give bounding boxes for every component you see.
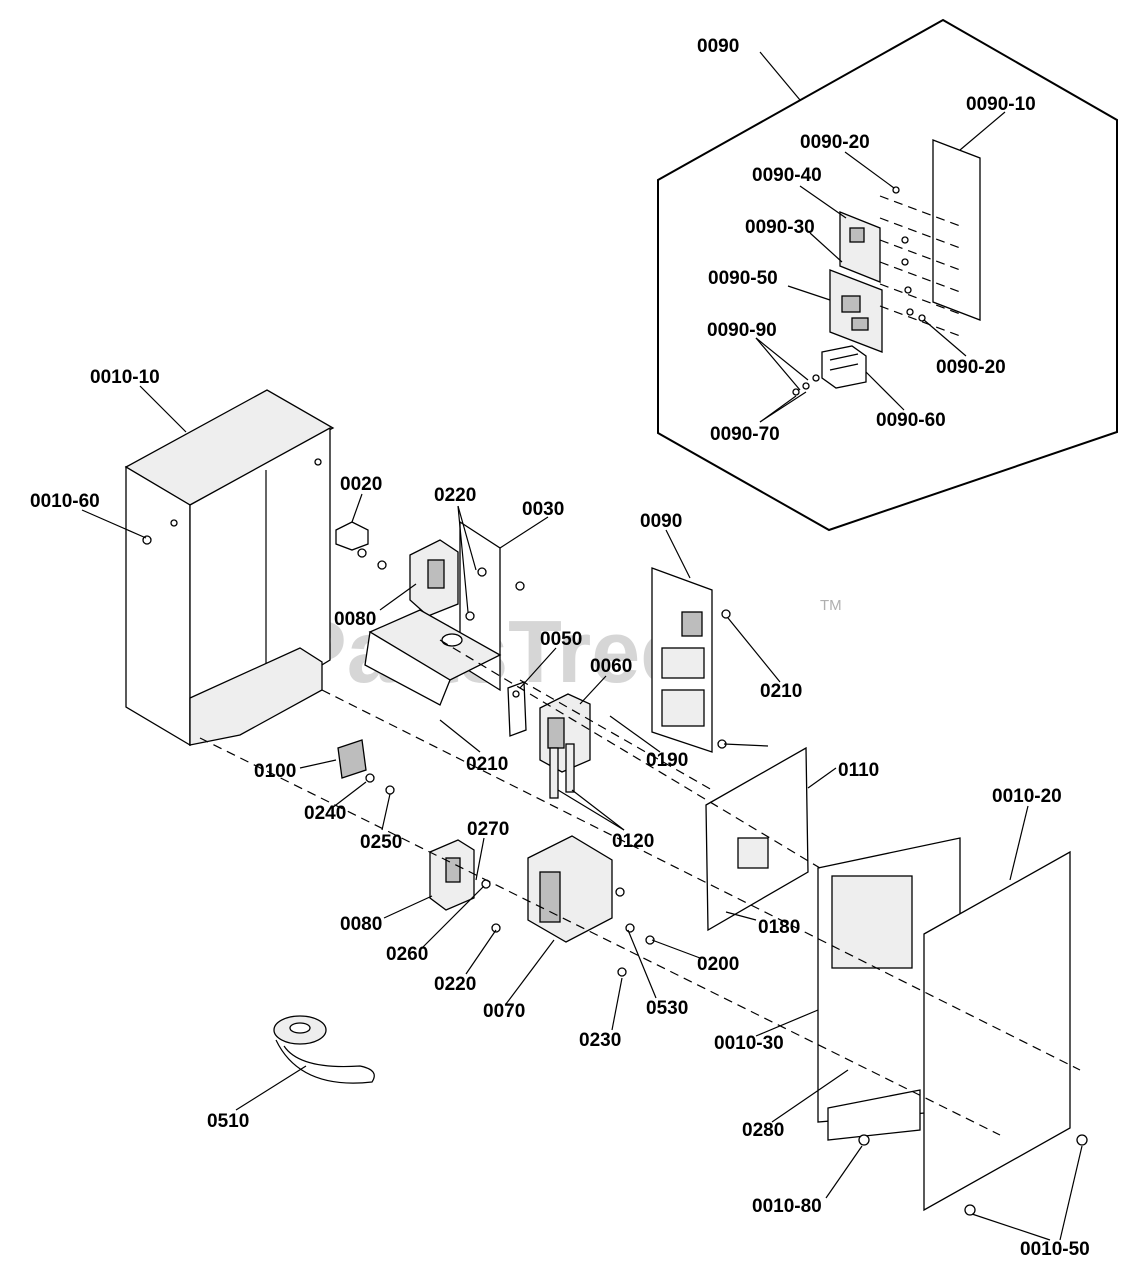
label-0080-upper: 0080 — [334, 609, 376, 630]
label-0090-20-upper: 0090-20 — [800, 132, 870, 153]
inset-relay-upper — [849, 227, 865, 243]
bracket-0050 — [507, 681, 527, 737]
label-0210-right: 0210 — [760, 681, 802, 702]
enclosure-front-face — [125, 465, 191, 747]
part-labels: 0090 0090-10 0090-20 0090-40 0090-30 009… — [30, 36, 1090, 1260]
label-0510: 0510 — [207, 1111, 249, 1132]
inset-relay-lower — [841, 295, 861, 313]
label-0220-lower: 0220 — [434, 974, 476, 995]
terminal-strip-0100 — [337, 739, 395, 795]
label-0010-50: 0010-50 — [1020, 1239, 1090, 1260]
label-0530: 0530 — [646, 998, 688, 1019]
label-0090-main: 0090 — [640, 511, 682, 532]
label-0090-60: 0090-60 — [876, 410, 946, 431]
label-0030: 0030 — [522, 499, 564, 520]
label-0090-20-lower: 0090-20 — [936, 357, 1006, 378]
label-0090-50: 0090-50 — [708, 268, 778, 289]
label-0190: 0190 — [646, 750, 688, 771]
label-0250: 0250 — [360, 832, 402, 853]
label-0200: 0200 — [697, 954, 739, 975]
label-0120: 0120 — [612, 831, 654, 852]
screws-misc — [142, 535, 1088, 1216]
inset-leader-lines — [755, 51, 1006, 423]
label-0080-lower: 0080 — [340, 914, 382, 935]
label-0090-40: 0090-40 — [752, 165, 822, 186]
label-0270: 0270 — [467, 819, 509, 840]
inset-transformer — [851, 317, 869, 331]
inset-back-plate — [932, 139, 981, 321]
label-0220-upper: 0220 — [434, 485, 476, 506]
current-transformer-0510 — [273, 1015, 375, 1084]
inset-screws — [792, 186, 926, 396]
enclosure-0010-10 — [124, 389, 335, 747]
label-0090-30: 0090-30 — [745, 217, 815, 238]
label-0070: 0070 — [483, 1001, 525, 1022]
label-0090-10: 0090-10 — [966, 94, 1036, 115]
watermark-trademark: TM — [820, 597, 842, 614]
lug-0080-lower — [429, 839, 491, 911]
main-leader-lines — [81, 385, 1083, 1241]
label-0050: 0050 — [540, 629, 582, 650]
label-0260: 0260 — [386, 944, 428, 965]
label-0180: 0180 — [758, 917, 800, 938]
label-0280: 0280 — [742, 1120, 784, 1141]
label-0210-left: 0210 — [466, 754, 508, 775]
label-0010-30: 0010-30 — [714, 1033, 784, 1054]
label-0090-70: 0090-70 — [710, 424, 780, 445]
label-0230: 0230 — [579, 1030, 621, 1051]
label-0060: 0060 — [590, 656, 632, 677]
label-0010-60: 0010-60 — [30, 491, 100, 512]
barrier-0030 — [364, 520, 525, 706]
label-0090-90: 0090-90 — [707, 320, 777, 341]
clamp-0020 — [335, 521, 387, 570]
door-0010-20 — [923, 850, 1071, 1212]
main-dashed-lines — [199, 639, 1081, 1136]
rods-0120 — [549, 743, 575, 799]
inset-detail-0090 — [657, 18, 1118, 532]
contactor-0070 — [491, 835, 655, 977]
control-board-0090 — [651, 567, 731, 753]
label-0020: 0020 — [340, 474, 382, 495]
label-0110: 0110 — [838, 760, 879, 781]
label-0100: 0100 — [254, 761, 296, 782]
label-0010-10: 0010-10 — [90, 367, 160, 388]
label-0010-80: 0010-80 — [752, 1196, 822, 1217]
label-0010-20: 0010-20 — [992, 786, 1062, 807]
inset-hexagon-frame — [657, 18, 1118, 532]
lug-0080-upper — [409, 539, 459, 617]
label-0240: 0240 — [304, 803, 346, 824]
label-0090-inset: 0090 — [697, 36, 739, 57]
cover-plate-0110 — [705, 739, 809, 932]
